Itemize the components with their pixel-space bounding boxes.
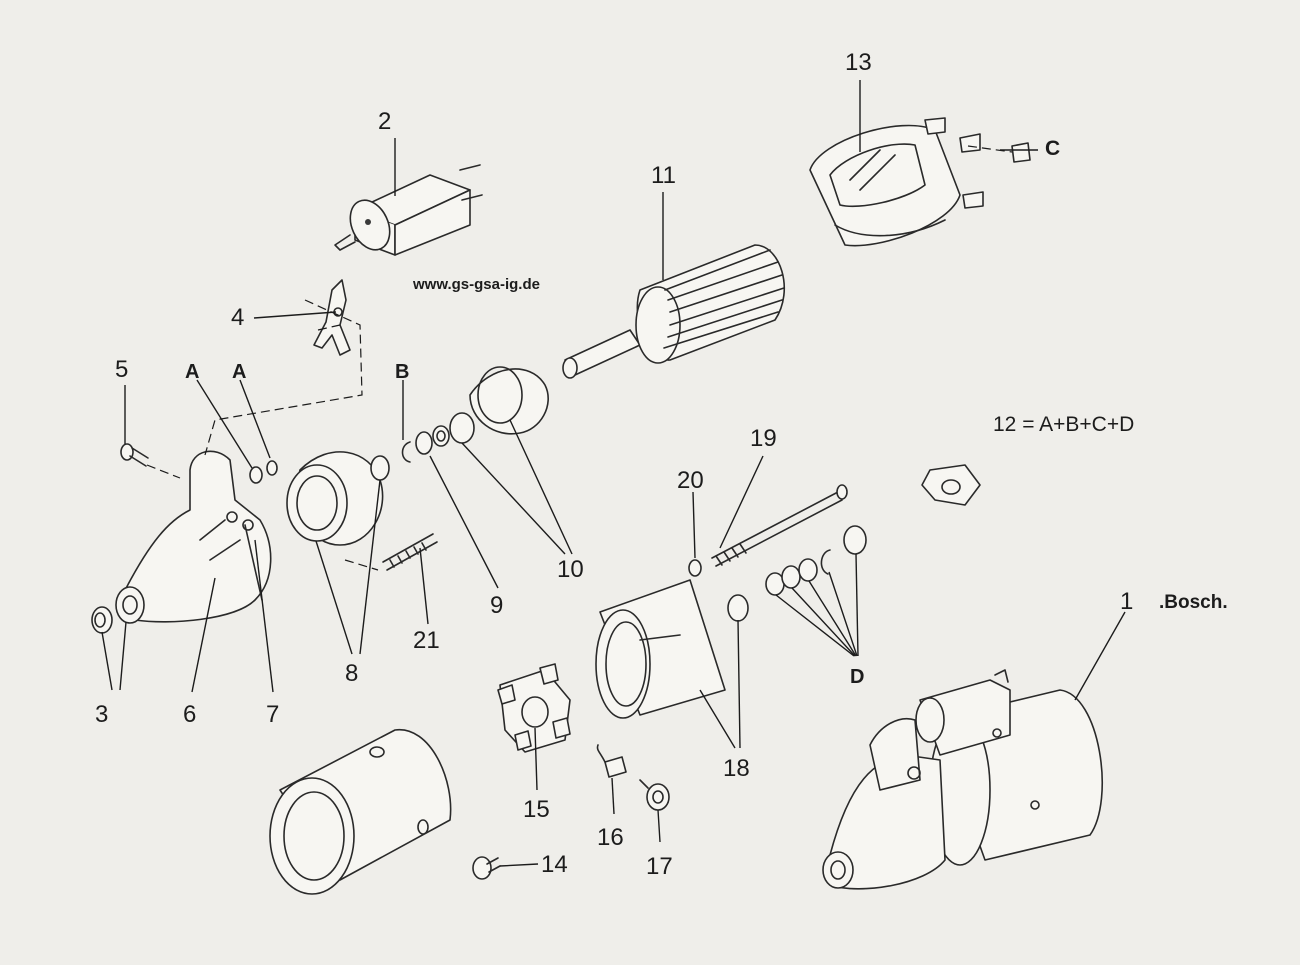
part-9-10-rings bbox=[401, 425, 450, 463]
part-17-spring bbox=[639, 779, 670, 811]
leader-lines bbox=[101, 80, 1126, 867]
label-part-9: 9 bbox=[490, 592, 504, 619]
brand-bosch: .Bosch. bbox=[1159, 592, 1228, 613]
label-part-18: 18 bbox=[723, 755, 750, 782]
part-18-yoke bbox=[595, 579, 726, 719]
formula-12: 12 = A+B+C+D bbox=[993, 413, 1135, 436]
label-part-4: 4 bbox=[231, 304, 245, 331]
label-part-8: 8 bbox=[345, 660, 359, 687]
part-8-intermediate-flange bbox=[286, 451, 390, 546]
part-5-bolt bbox=[120, 443, 149, 467]
gasket-plate bbox=[921, 464, 981, 506]
part-19-through-bolt bbox=[711, 484, 848, 567]
label-part-19: 19 bbox=[750, 425, 777, 452]
kit-a-rings bbox=[249, 460, 278, 484]
label-part-3: 3 bbox=[95, 701, 109, 728]
part-14-screw bbox=[472, 856, 501, 880]
label-part-5: 5 bbox=[115, 356, 129, 383]
label-kit-a-2: A bbox=[232, 361, 247, 383]
label-part-13: 13 bbox=[845, 49, 872, 76]
website-url: www.gs-gsa-ig.de bbox=[413, 276, 540, 293]
part-13-field-winding bbox=[809, 117, 1031, 247]
part-18-bushing bbox=[727, 594, 749, 622]
part-6-drive-housing bbox=[115, 450, 272, 624]
part-11-armature bbox=[562, 244, 785, 379]
label-part-10: 10 bbox=[557, 556, 584, 583]
label-part-7: 7 bbox=[266, 701, 280, 728]
part-1-assembled-starter bbox=[822, 669, 1103, 890]
label-part-21: 21 bbox=[413, 627, 440, 654]
label-part-6: 6 bbox=[183, 701, 197, 728]
label-part-16: 16 bbox=[597, 824, 624, 851]
label-kit-d: D bbox=[850, 666, 865, 688]
part-21-stud bbox=[382, 533, 438, 571]
part-14-end-cover bbox=[269, 729, 452, 895]
label-part-15: 15 bbox=[523, 796, 550, 823]
label-kit-b: B bbox=[395, 361, 410, 383]
part-20-washer bbox=[688, 559, 702, 577]
label-part-11: 11 bbox=[651, 162, 676, 189]
label-kit-a-1: A bbox=[185, 361, 200, 383]
part-15-brush-holder bbox=[497, 663, 571, 753]
label-part-2: 2 bbox=[378, 108, 392, 135]
part-16-brush bbox=[596, 744, 627, 778]
label-part-14: 14 bbox=[541, 851, 568, 878]
label-kit-c: C bbox=[1045, 137, 1061, 160]
part-10-pinion-drive bbox=[449, 366, 549, 444]
label-part-20: 20 bbox=[677, 467, 704, 494]
assembly-dashed-lines bbox=[146, 145, 1013, 571]
kit-d-rings bbox=[765, 525, 867, 596]
part-3-bushing bbox=[91, 606, 113, 634]
part-2-solenoid bbox=[334, 164, 483, 256]
label-part-17: 17 bbox=[646, 853, 673, 880]
label-part-1: 1 bbox=[1120, 588, 1134, 615]
